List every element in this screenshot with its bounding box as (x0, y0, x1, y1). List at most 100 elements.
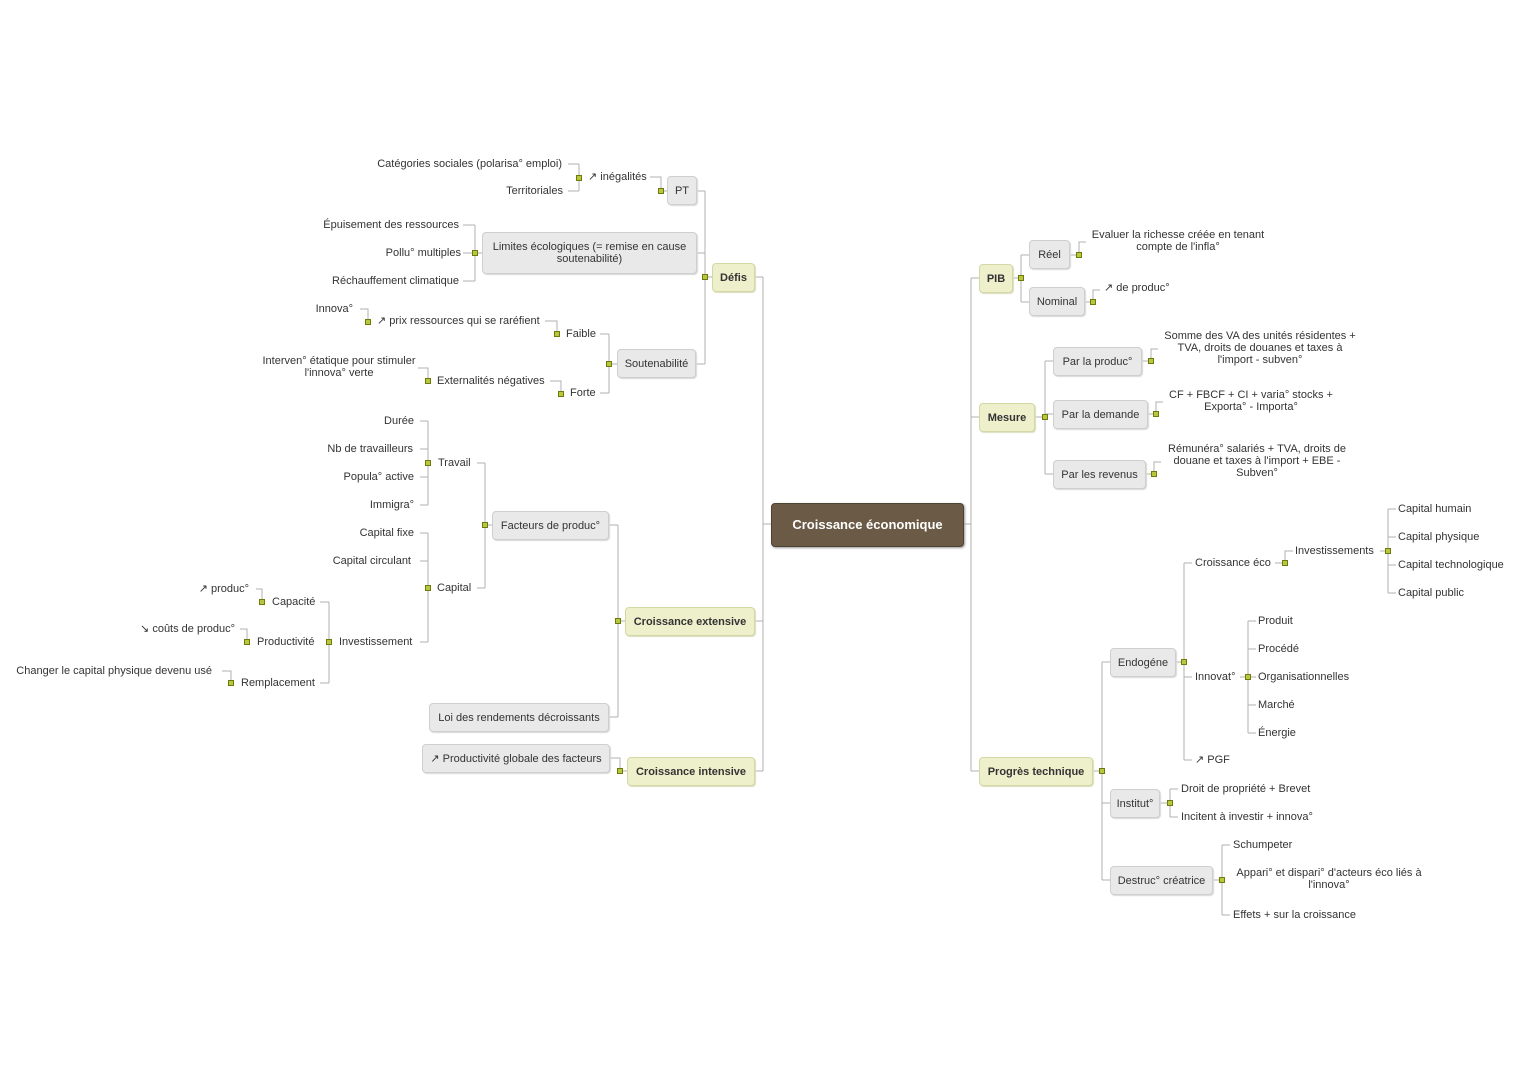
node-endogene[interactable]: Endogéne (1110, 648, 1176, 677)
node-cf-fbcf[interactable]: CF + FBCF + CI + varia° stocks + Exporta… (1169, 389, 1333, 413)
collapse-toggle-icon[interactable] (658, 188, 664, 194)
node-nb-travailleurs[interactable]: Nb de travailleurs (327, 443, 413, 455)
node-epuisement[interactable]: Épuisement des ressources (323, 219, 459, 231)
collapse-toggle-icon[interactable] (472, 250, 478, 256)
collapse-toggle-icon[interactable] (425, 585, 431, 591)
node-soutenabilite[interactable]: Soutenabilité (617, 349, 696, 378)
node-progres-technique[interactable]: Progrès technique (979, 757, 1093, 786)
node-produit[interactable]: Produit (1258, 615, 1293, 627)
central-topic[interactable]: Croissance économique (771, 503, 964, 547)
collapse-toggle-icon[interactable] (425, 460, 431, 466)
collapse-toggle-icon[interactable] (365, 319, 371, 325)
collapse-toggle-icon[interactable] (1181, 659, 1187, 665)
node-hausse-production[interactable]: ↗ produc° (198, 583, 249, 595)
node-pib[interactable]: PIB (979, 264, 1013, 293)
collapse-toggle-icon[interactable] (259, 599, 265, 605)
node-organisationnelles[interactable]: Organisationnelles (1258, 671, 1350, 683)
node-categories-sociales[interactable]: Catégories sociales (polarisa° emploi) (377, 158, 562, 170)
node-destruction-creatrice[interactable]: Destruc° créatrice (1110, 866, 1213, 895)
node-capacite[interactable]: Capacité (272, 596, 316, 608)
collapse-toggle-icon[interactable] (244, 639, 250, 645)
collapse-toggle-icon[interactable] (615, 618, 621, 624)
node-limites-ecologiques[interactable]: Limites écologiques (= remise en cause s… (482, 232, 697, 274)
node-schumpeter[interactable]: Schumpeter (1233, 839, 1293, 851)
node-incitent-investir[interactable]: Incitent à investir + innova° (1181, 811, 1313, 823)
node-externalites[interactable]: Externalités négatives (437, 375, 545, 387)
node-changer-capital[interactable]: Changer le capital physique devenu usé (16, 665, 212, 677)
node-duree[interactable]: Durée (384, 415, 414, 427)
collapse-toggle-icon[interactable] (482, 522, 488, 528)
collapse-toggle-icon[interactable] (554, 331, 560, 337)
node-capital-fixe[interactable]: Capital fixe (359, 527, 414, 539)
collapse-toggle-icon[interactable] (606, 361, 612, 367)
collapse-toggle-icon[interactable] (1245, 674, 1251, 680)
node-capital-public[interactable]: Capital public (1398, 587, 1465, 599)
node-facteurs-production[interactable]: Facteurs de produc° (492, 511, 609, 540)
collapse-toggle-icon[interactable] (326, 639, 332, 645)
node-croissance-intensive[interactable]: Croissance intensive (627, 757, 755, 786)
node-capital-circulant[interactable]: Capital circulant (332, 555, 411, 567)
node-travail[interactable]: Travail (438, 457, 471, 469)
node-remuneration[interactable]: Rémunéra° salariés + TVA, droits de doua… (1168, 443, 1346, 479)
node-capital[interactable]: Capital (437, 582, 472, 594)
node-reel[interactable]: Réel (1029, 240, 1070, 269)
collapse-toggle-icon[interactable] (1076, 252, 1082, 258)
node-pollution[interactable]: Pollu° multiples (385, 247, 461, 259)
node-population-active[interactable]: Popula° active (343, 471, 414, 483)
node-croissance-eco[interactable]: Croissance éco (1195, 557, 1271, 569)
collapse-toggle-icon[interactable] (1090, 299, 1096, 305)
node-immigration[interactable]: Immigra° (369, 499, 414, 511)
collapse-toggle-icon[interactable] (702, 274, 708, 280)
node-par-demande[interactable]: Par la demande (1053, 400, 1148, 429)
node-institutions[interactable]: Institut° (1110, 789, 1160, 818)
node-energie[interactable]: Énergie (1258, 727, 1296, 739)
node-rechauffement[interactable]: Réchauffement climatique (332, 275, 459, 287)
node-effets-croissance[interactable]: Effets + sur la croissance (1233, 909, 1356, 921)
node-territoriales[interactable]: Territoriales (506, 185, 563, 197)
node-apparition-disparition[interactable]: Appari° et dispari° d'acteurs éco liés à… (1236, 867, 1422, 891)
collapse-toggle-icon[interactable] (1042, 414, 1048, 420)
node-par-revenus[interactable]: Par les revenus (1053, 460, 1146, 489)
node-par-production[interactable]: Par la produc° (1053, 347, 1142, 376)
collapse-toggle-icon[interactable] (558, 391, 564, 397)
node-forte[interactable]: Forte (570, 387, 596, 399)
collapse-toggle-icon[interactable] (425, 378, 431, 384)
collapse-toggle-icon[interactable] (1385, 548, 1391, 554)
node-capital-technologique[interactable]: Capital technologique (1398, 559, 1504, 571)
node-remplacement[interactable]: Remplacement (241, 677, 315, 689)
collapse-toggle-icon[interactable] (576, 175, 582, 181)
collapse-toggle-icon[interactable] (1148, 358, 1154, 364)
collapse-toggle-icon[interactable] (617, 768, 623, 774)
collapse-toggle-icon[interactable] (1282, 560, 1288, 566)
node-productivite-globale[interactable]: ↗ Productivité globale des facteurs (422, 744, 610, 773)
node-marche[interactable]: Marché (1258, 699, 1295, 711)
node-faible[interactable]: Faible (566, 328, 596, 340)
node-de-production[interactable]: ↗ de produc° (1104, 282, 1170, 294)
collapse-toggle-icon[interactable] (1219, 877, 1225, 883)
node-nominal[interactable]: Nominal (1029, 287, 1085, 316)
node-investissement[interactable]: Investissement (339, 636, 413, 648)
node-loi-rendements[interactable]: Loi des rendements décroissants (429, 703, 609, 732)
node-procede[interactable]: Procédé (1258, 643, 1299, 655)
collapse-toggle-icon[interactable] (1018, 275, 1024, 281)
node-inegalites[interactable]: ↗ inégalités (588, 171, 647, 183)
node-intervention-etatique[interactable]: Interven° étatique pour stimuler l'innov… (262, 355, 416, 379)
node-investissements[interactable]: Investissements (1295, 545, 1374, 557)
collapse-toggle-icon[interactable] (1151, 471, 1157, 477)
node-pt[interactable]: PT (667, 176, 697, 205)
node-mesure[interactable]: Mesure (979, 403, 1035, 432)
collapse-toggle-icon[interactable] (1153, 411, 1159, 417)
node-innova[interactable]: Innova° (315, 303, 353, 315)
node-droit-propriete[interactable]: Droit de propriété + Brevet (1181, 783, 1311, 795)
node-croissance-extensive[interactable]: Croissance extensive (625, 607, 755, 636)
collapse-toggle-icon[interactable] (228, 680, 234, 686)
collapse-toggle-icon[interactable] (1167, 800, 1173, 806)
collapse-toggle-icon[interactable] (1099, 768, 1105, 774)
node-productivite[interactable]: Productivité (257, 636, 315, 648)
node-prix-ressources[interactable]: ↗ prix ressources qui se raréfient (377, 315, 540, 327)
node-baisse-couts[interactable]: ↘ coûts de produc° (140, 623, 235, 635)
node-evaluer-richesse[interactable]: Evaluer la richesse créée en tenant comp… (1091, 229, 1265, 253)
node-capital-humain[interactable]: Capital humain (1398, 503, 1472, 515)
node-capital-physique[interactable]: Capital physique (1398, 531, 1480, 543)
node-pgf[interactable]: ↗ PGF (1195, 754, 1230, 766)
